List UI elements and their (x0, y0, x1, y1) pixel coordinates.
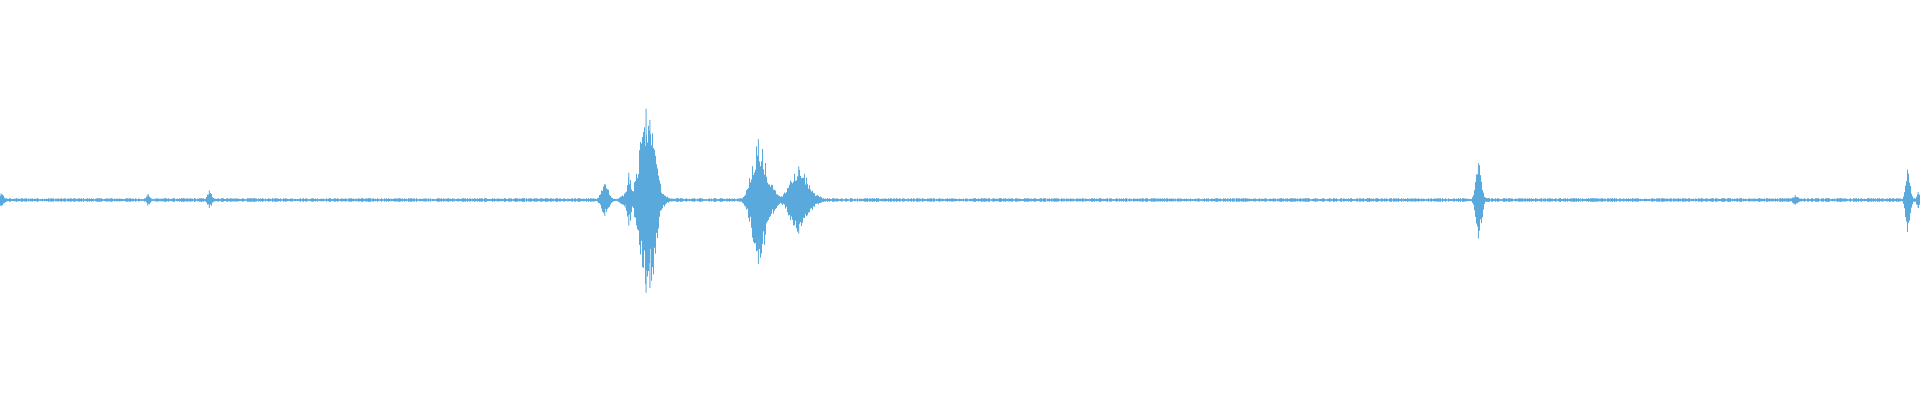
waveform-series (0, 108, 1920, 293)
